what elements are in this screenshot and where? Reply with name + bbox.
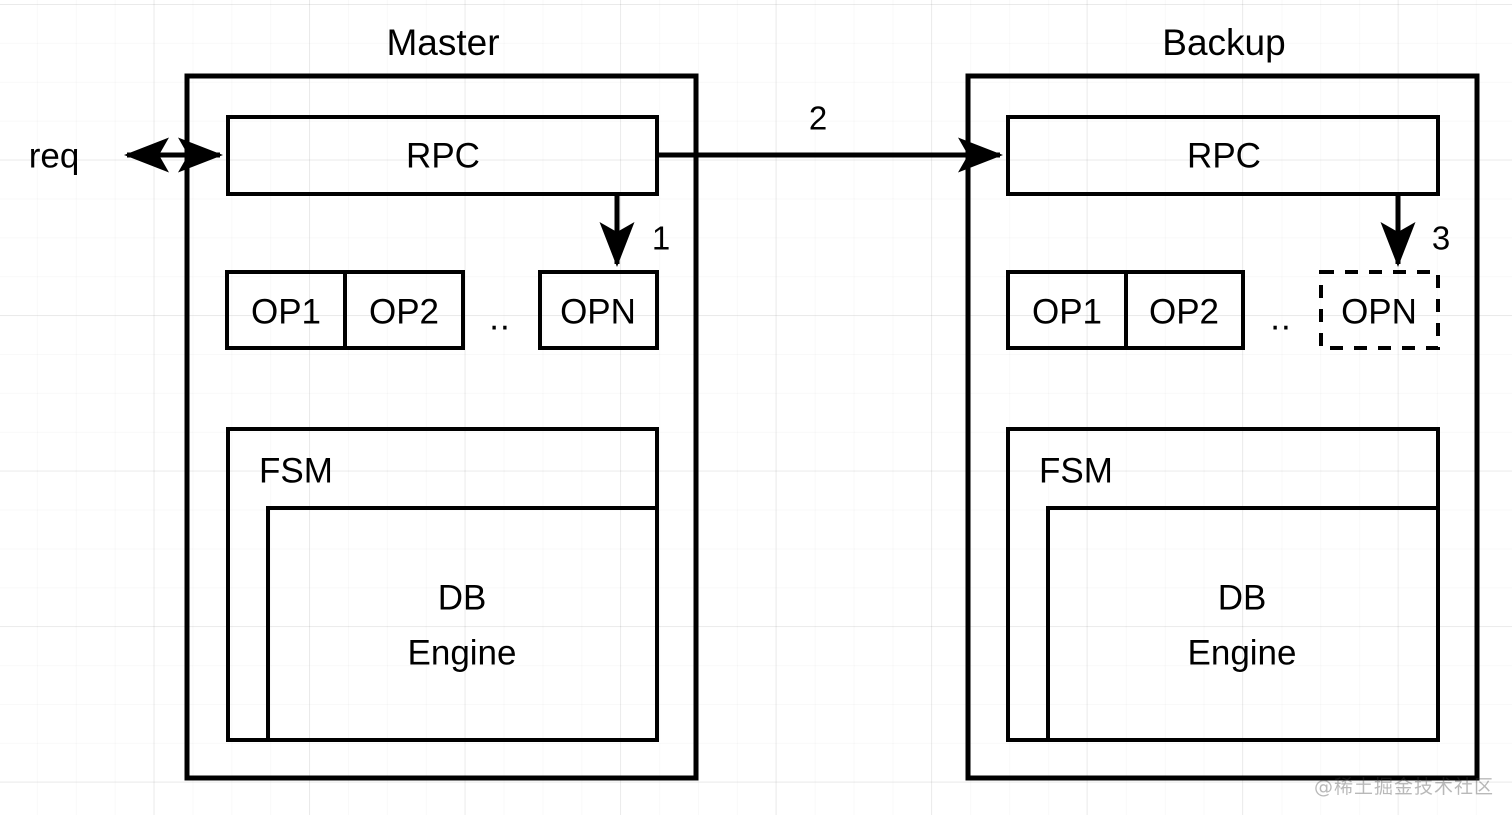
backup-node-group — [965, 73, 1480, 781]
master-db-label-line2: Engine — [407, 633, 517, 673]
backup-db-engine-box — [1046, 506, 1440, 742]
watermark-text: @稀土掘金技术社区 — [1313, 776, 1494, 798]
backup-ops-ellipsis: .. — [1270, 298, 1292, 338]
backup-db-label-line1: DB — [1217, 578, 1267, 618]
backup-op2-label: OP2 — [1148, 292, 1220, 332]
master-db-label-line1: DB — [437, 578, 487, 618]
req-label: req — [28, 136, 80, 176]
master-op2-label: OP2 — [368, 292, 440, 332]
master-rpc-label: RPC — [406, 136, 480, 176]
master-fsm-label: FSM — [259, 451, 333, 491]
backup-rpc-label: RPC — [1187, 136, 1261, 176]
backup-fsm-label: FSM — [1039, 451, 1113, 491]
master-op1-label: OP1 — [250, 292, 322, 332]
master-opn-label: OPN — [560, 292, 636, 332]
backup-title: Backup — [1162, 22, 1286, 63]
master-node-group — [184, 73, 699, 781]
backup-outer-box — [965, 73, 1480, 781]
master-ops-ellipsis: .. — [489, 298, 511, 338]
master-outer-box — [184, 73, 699, 781]
master-title: Master — [386, 22, 500, 63]
step3-label: 3 — [1431, 219, 1451, 257]
master-db-engine-box — [266, 506, 659, 742]
backup-op1-label: OP1 — [1031, 292, 1103, 332]
step2-label: 2 — [808, 99, 828, 137]
step1-label: 1 — [651, 219, 671, 257]
backup-db-label-line2: Engine — [1187, 633, 1297, 673]
backup-opn-label: OPN — [1341, 292, 1417, 332]
